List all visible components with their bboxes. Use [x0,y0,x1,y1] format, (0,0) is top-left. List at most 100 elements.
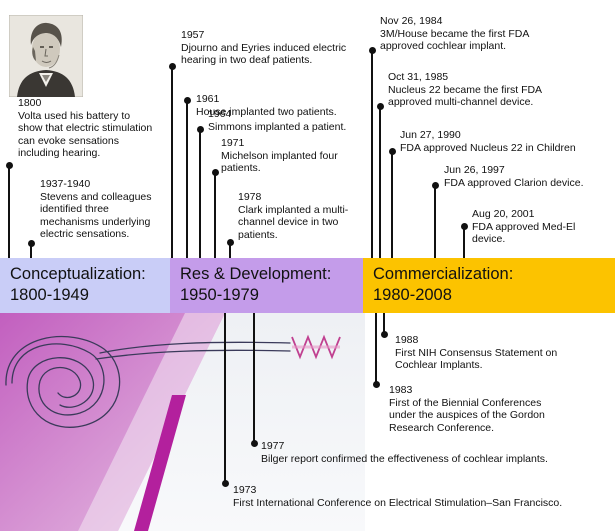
event-description: Clark implanted a multi- [238,203,349,216]
era-years: 1800-1949 [10,286,89,304]
event-date: Jun 27, 1990 [400,129,461,141]
event-description: First NIH Consensus Statement on [395,346,558,359]
timeline-stem [391,151,393,258]
event-date: 1964 [208,108,232,120]
event-description: including hearing. [18,147,101,160]
era-name: Commercialization: [373,265,514,283]
event-date: Aug 20, 2001 [472,208,535,220]
timeline-stem [383,313,385,334]
timeline-stem [229,242,231,258]
era-commercialization: Commercialization: 1980-2008 [363,258,615,313]
event-description: approved cochlear implant. [380,40,507,53]
timeline-dot [372,380,380,388]
event-description: Djourno and Eyries induced electric [181,41,347,54]
event-description: show that electric stimulation [18,122,153,135]
event-description: Cochlear Implants. [395,359,483,372]
event-description: mechanisms underlying [40,215,151,228]
event-date: 1988 [395,334,419,346]
event-description: 3M/House became the first FDA [380,27,530,40]
event-date: 1961 [196,93,220,105]
timeline-stem [214,172,216,258]
event-date: 1971 [221,137,245,149]
timeline-stem [434,185,436,258]
event-date: 1983 [389,384,413,396]
timeline-dot [168,62,176,70]
event-description: FDA approved Clarion device. [444,176,584,189]
event-date: Jun 26, 1997 [444,164,505,176]
era-name: Conceptualization: [10,265,146,283]
timeline-dot [196,125,204,133]
event-description: can evoke sensations [18,134,119,147]
timeline-dot [27,239,35,247]
timeline-stem [186,100,188,258]
event-description: channel device in two [238,216,339,229]
era-name: Res & Development: [180,265,332,283]
event-description: device. [472,233,506,246]
event-description: patients. [221,162,261,175]
timeline-dot [380,330,388,338]
timeline-stem [30,243,32,258]
timeline-dot [211,168,219,176]
event-description: Nucleus 22 became the first FDA [388,83,543,96]
event-date: Nov 26, 1984 [380,15,443,27]
event-description: electric sensations. [40,228,130,241]
event-date: 1973 [233,484,257,496]
timeline-dot [368,46,376,54]
event-description: First International Conference on Electr… [233,496,563,509]
event-description: Stevens and colleagues [40,190,152,203]
timeline-stem [379,106,381,258]
volta-portrait [9,15,83,97]
event-description: First of the Biennial Conferences [389,396,542,409]
event-description: identified three [40,203,109,216]
era-conceptualization: Conceptualization: 1800-1949 [0,258,170,313]
event-date: 1957 [181,29,205,41]
era-years: 1950-1979 [180,286,259,304]
event-description: Volta used his battery to [18,109,131,122]
event-description: FDA approved Med-El [472,220,576,233]
event-description: FDA approved Nucleus 22 in Children [400,141,576,154]
event-description: Michelson implanted four [221,149,338,162]
timeline-dot [221,479,229,487]
event-date: 1937-1940 [40,178,91,190]
event-description: Bilger report confirmed the effectivenes… [261,452,548,465]
event-description: House implanted two patients. [196,105,337,118]
timeline-dot [5,161,13,169]
timeline-stem [371,50,373,258]
timeline-stem [463,226,465,258]
timeline-stem [375,313,377,384]
event-description: Simmons implanted a patient. [208,120,347,133]
timeline-dot [388,147,396,155]
timeline-stem [199,129,201,258]
timeline-dot [183,96,191,104]
event-description: patients. [238,228,278,241]
era-research-development: Res & Development: 1950-1979 [170,258,363,313]
timeline-dot [431,181,439,189]
event-date: 1977 [261,440,285,452]
event-description: under the auspices of the Gordon [389,409,545,422]
event-date: 1978 [238,191,262,203]
timeline-stem [171,66,173,258]
timeline-stem [224,313,226,483]
event-description: approved multi-channel device. [388,96,534,109]
event-date: 1800 [18,97,42,109]
timeline-dot [226,238,234,246]
event-description: Research Conference. [389,421,495,434]
event-description: hearing in two deaf patients. [181,54,313,67]
timeline-stem [253,313,255,443]
